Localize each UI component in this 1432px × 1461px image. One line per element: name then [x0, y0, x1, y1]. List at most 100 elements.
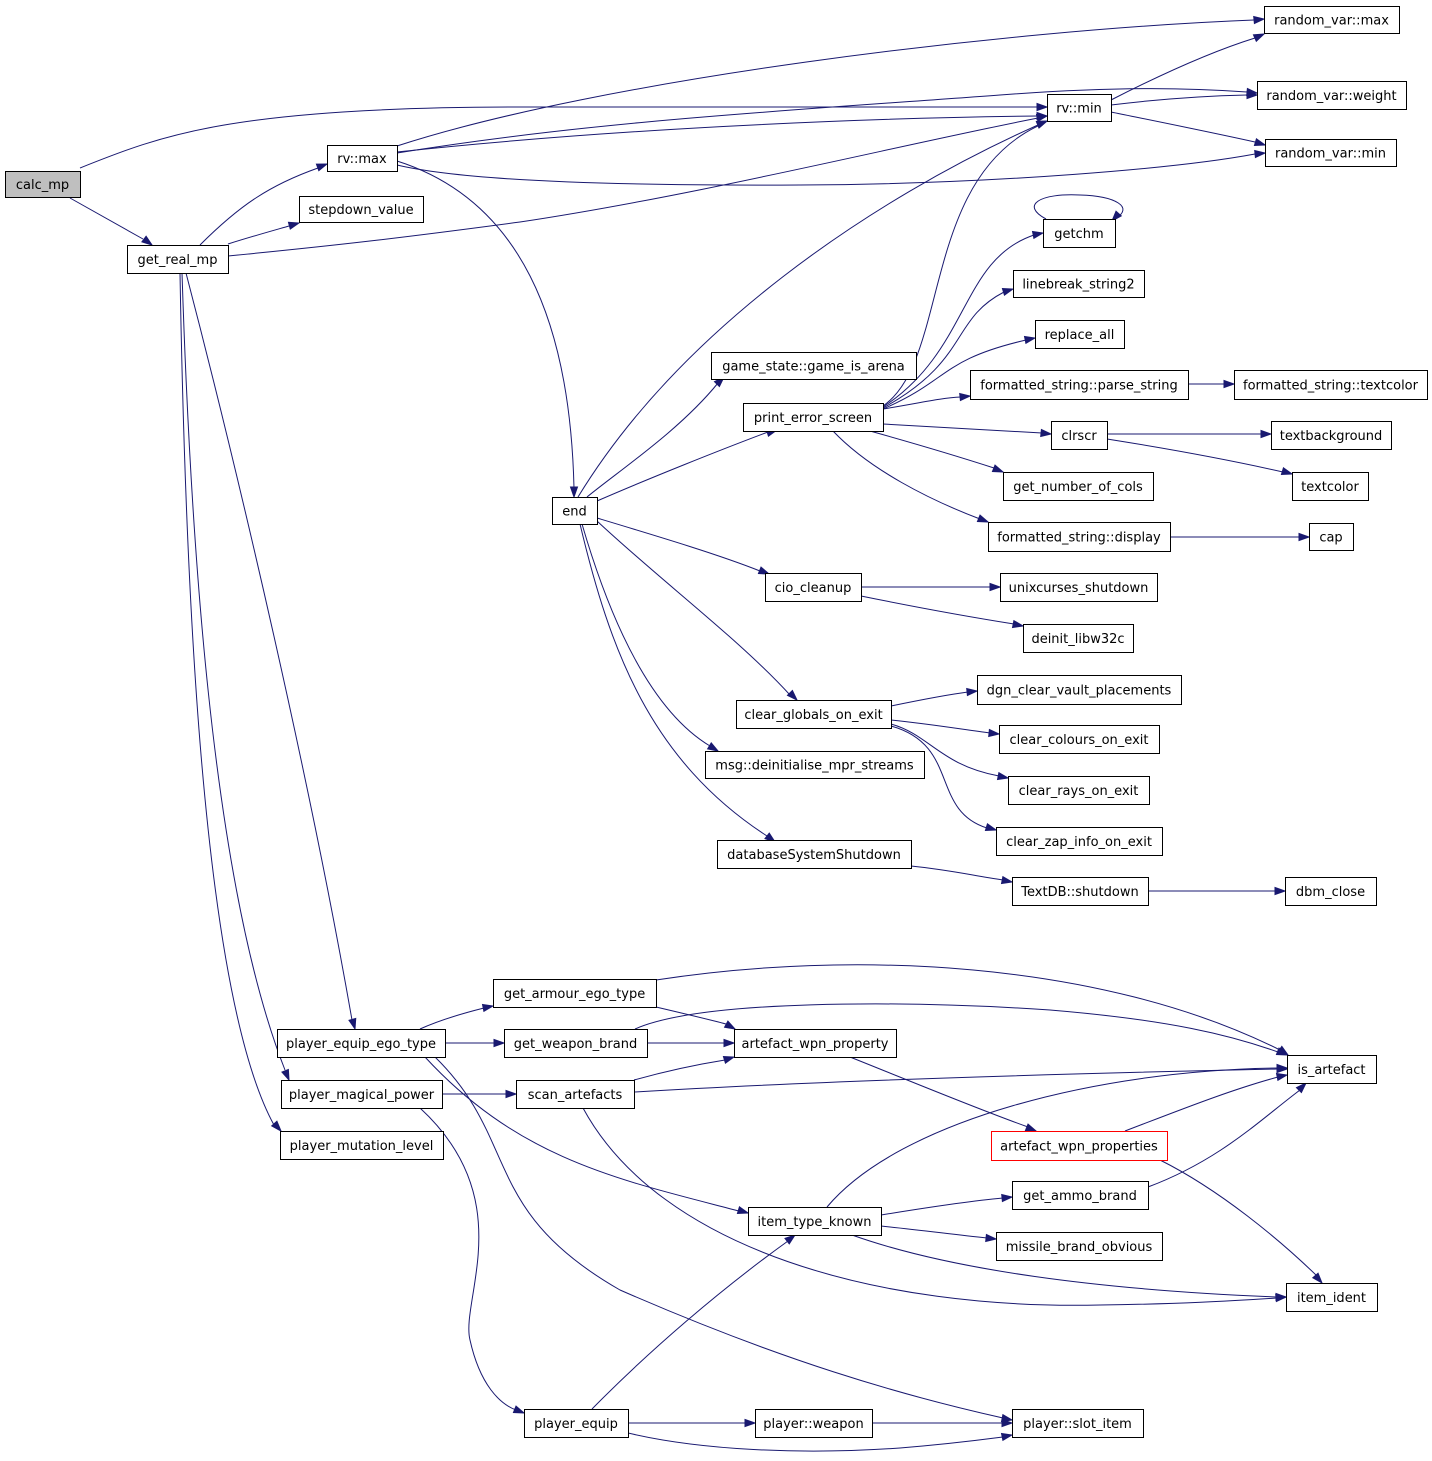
node-box[interactable] — [988, 522, 1171, 552]
node-box[interactable] — [1013, 270, 1145, 298]
node-box[interactable] — [504, 1029, 648, 1058]
node-get-number-of-cols[interactable]: get_number_of_cols — [1003, 472, 1154, 501]
node-box[interactable] — [1023, 624, 1134, 653]
node-box[interactable] — [493, 979, 657, 1008]
node-box[interactable] — [516, 1080, 635, 1109]
node-scan-artefacts[interactable]: scan_artefacts — [516, 1080, 635, 1109]
node-get-real-mp[interactable]: get_real_mp — [127, 245, 229, 274]
node-deinit-libw32c[interactable]: deinit_libw32c — [1023, 624, 1134, 653]
node-clear-zap-info-on-exit[interactable]: clear_zap_info_on_exit — [996, 827, 1163, 856]
node-box[interactable] — [999, 725, 1160, 754]
node-box[interactable] — [281, 1080, 443, 1109]
node-parse-string[interactable]: formatted_string::parse_string — [970, 370, 1189, 400]
node-box[interactable] — [996, 827, 1163, 856]
node-box[interactable] — [1309, 523, 1354, 551]
node-box[interactable] — [765, 573, 862, 602]
node-box[interactable] — [1000, 573, 1158, 602]
node-box[interactable] — [711, 352, 917, 380]
node-linebreak-string2[interactable]: linebreak_string2 — [1013, 270, 1145, 298]
node-end[interactable]: end — [552, 497, 598, 525]
node-rv-min[interactable]: rv::min — [1047, 94, 1112, 122]
node-player-slot-item[interactable]: player::slot_item — [1012, 1409, 1144, 1438]
node-box[interactable] — [1271, 421, 1392, 450]
node-box[interactable] — [1285, 877, 1377, 906]
node-box[interactable] — [1292, 472, 1369, 501]
node-msg-deinit[interactable]: msg::deinitialise_mpr_streams — [705, 751, 925, 779]
node-box[interactable] — [748, 1207, 882, 1236]
node-box[interactable] — [1003, 472, 1154, 501]
node-print-error-screen[interactable]: print_error_screen — [743, 403, 884, 432]
node-box[interactable] — [1008, 776, 1150, 805]
node-box[interactable] — [1047, 94, 1112, 122]
node-game-is-arena[interactable]: game_state::game_is_arena — [711, 352, 917, 380]
node-box[interactable] — [552, 497, 598, 525]
node-calc-mp[interactable]: calc_mp — [5, 171, 81, 198]
node-box[interactable] — [280, 1131, 444, 1160]
node-box[interactable] — [1265, 139, 1397, 167]
node-box[interactable] — [1012, 877, 1149, 906]
node-stepdown-value[interactable]: stepdown_value — [299, 196, 424, 223]
node-artefact-wpn-properties[interactable]: artefact_wpn_properties — [991, 1131, 1168, 1161]
node-item-type-known[interactable]: item_type_known — [748, 1207, 882, 1236]
node-cio-cleanup[interactable]: cio_cleanup — [765, 573, 862, 602]
node-item-ident[interactable]: item_ident — [1286, 1283, 1378, 1312]
node-random-var-min[interactable]: random_var::min — [1265, 139, 1397, 167]
node-fs-display[interactable]: formatted_string::display — [988, 522, 1171, 552]
node-rv-max[interactable]: rv::max — [327, 145, 398, 172]
node-player-magical-power[interactable]: player_magical_power — [281, 1080, 443, 1109]
node-clear-globals-on-exit[interactable]: clear_globals_on_exit — [736, 700, 892, 729]
node-box[interactable] — [5, 171, 81, 198]
node-box[interactable] — [1286, 1283, 1378, 1312]
node-box[interactable] — [524, 1409, 629, 1438]
node-box[interactable] — [717, 840, 912, 869]
node-getchm[interactable]: getchm — [1043, 219, 1116, 248]
node-missile-brand-obvious[interactable]: missile_brand_obvious — [996, 1232, 1163, 1261]
node-box[interactable] — [1043, 219, 1116, 248]
node-box[interactable] — [1234, 370, 1428, 400]
node-textcolor-fs[interactable]: formatted_string::textcolor — [1234, 370, 1428, 400]
node-box[interactable] — [1012, 1181, 1149, 1210]
node-player-mutation-level[interactable]: player_mutation_level — [280, 1131, 444, 1160]
node-box[interactable] — [327, 145, 398, 172]
node-dbm-close[interactable]: dbm_close — [1285, 877, 1377, 906]
node-dgn-clear-vault-placements[interactable]: dgn_clear_vault_placements — [977, 675, 1182, 705]
node-box[interactable] — [1051, 421, 1108, 450]
node-box[interactable] — [1287, 1055, 1377, 1084]
node-cap[interactable]: cap — [1309, 523, 1354, 551]
node-unixcurses-shutdown[interactable]: unixcurses_shutdown — [1000, 573, 1158, 602]
node-player-equip-ego-type[interactable]: player_equip_ego_type — [277, 1029, 446, 1058]
node-is-artefact[interactable]: is_artefact — [1287, 1055, 1377, 1084]
node-box[interactable] — [991, 1131, 1168, 1161]
node-random-var-max[interactable]: random_var::max — [1264, 6, 1400, 34]
node-clrscr[interactable]: clrscr — [1051, 421, 1108, 450]
node-replace-all[interactable]: replace_all — [1035, 320, 1125, 349]
node-box[interactable] — [299, 196, 424, 223]
node-box[interactable] — [977, 675, 1182, 705]
node-box[interactable] — [755, 1409, 873, 1438]
node-box[interactable] — [127, 245, 229, 274]
node-get-weapon-brand[interactable]: get_weapon_brand — [504, 1029, 648, 1058]
node-random-var-weight[interactable]: random_var::weight — [1257, 81, 1407, 110]
node-box[interactable] — [996, 1232, 1163, 1261]
node-databaseSystemShutdown[interactable]: databaseSystemShutdown — [717, 840, 912, 869]
node-get-armour-ego-type[interactable]: get_armour_ego_type — [493, 979, 657, 1008]
node-artefact-wpn-property[interactable]: artefact_wpn_property — [734, 1029, 897, 1058]
node-box[interactable] — [705, 751, 925, 779]
node-get-ammo-brand[interactable]: get_ammo_brand — [1012, 1181, 1149, 1210]
node-textbackground[interactable]: textbackground — [1271, 421, 1392, 450]
node-textdb-shutdown[interactable]: TextDB::shutdown — [1012, 877, 1149, 906]
node-box[interactable] — [970, 370, 1189, 400]
node-player-weapon[interactable]: player::weapon — [755, 1409, 873, 1438]
node-box[interactable] — [1257, 81, 1407, 110]
node-box[interactable] — [277, 1029, 446, 1058]
node-clear-colours-on-exit[interactable]: clear_colours_on_exit — [999, 725, 1160, 754]
node-box[interactable] — [734, 1029, 897, 1058]
node-box[interactable] — [743, 403, 884, 432]
node-box[interactable] — [1012, 1409, 1144, 1438]
node-textcolor[interactable]: textcolor — [1292, 472, 1369, 501]
node-box[interactable] — [736, 700, 892, 729]
node-box[interactable] — [1035, 320, 1125, 349]
node-clear-rays-on-exit[interactable]: clear_rays_on_exit — [1008, 776, 1150, 805]
node-box[interactable] — [1264, 6, 1400, 34]
node-player-equip[interactable]: player_equip — [524, 1409, 629, 1438]
